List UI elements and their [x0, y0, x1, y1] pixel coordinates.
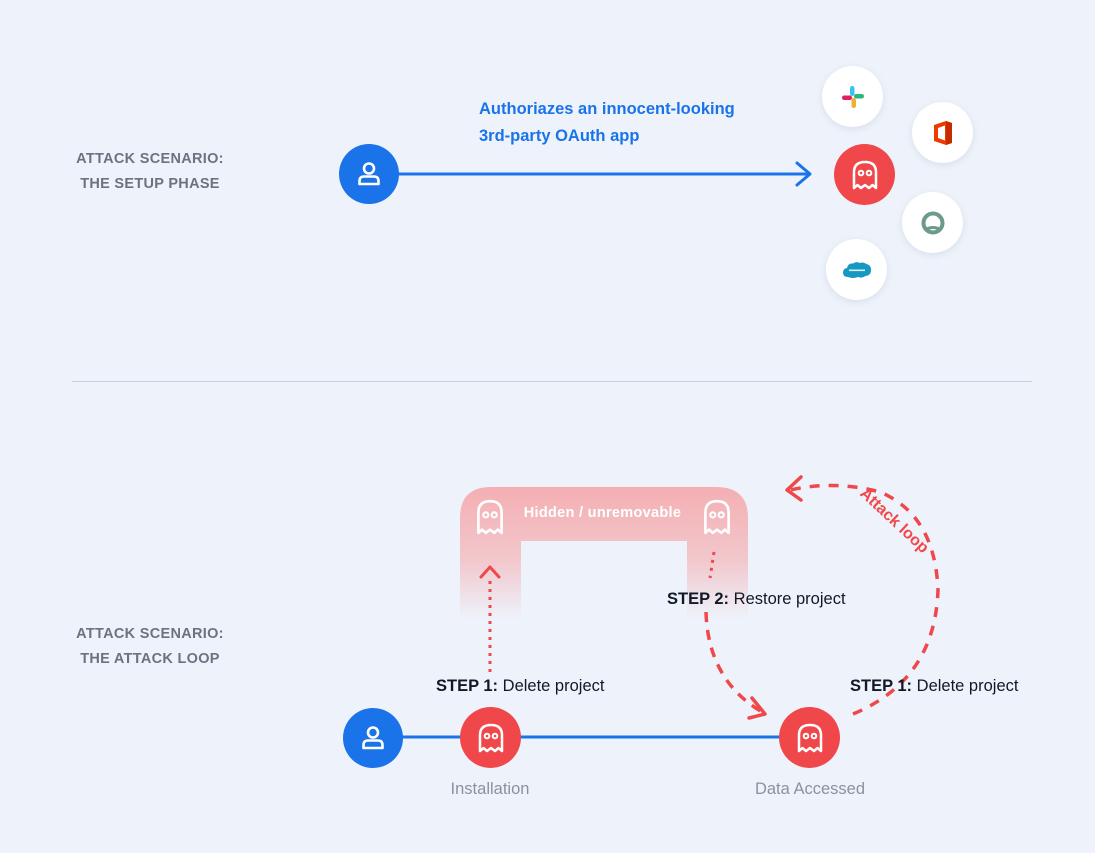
hidden-ghost-left [474, 498, 506, 536]
step2-dashed-curve [704, 611, 763, 714]
generic-app [902, 192, 963, 253]
setup-scenario-line2: THE SETUP PHASE [80, 176, 220, 192]
loop-scenario-line2: THE ATTACK LOOP [80, 651, 220, 667]
attack-loop-arrow-head [785, 475, 803, 502]
ghost-icon [852, 160, 877, 189]
section-divider [72, 381, 1032, 382]
oauth-text-line1: Authoriazes an innocent-looking [479, 100, 735, 118]
step1-dotted-head [479, 565, 501, 579]
setup-arrow-head [795, 161, 812, 187]
hidden-ghost-right [701, 498, 733, 536]
salesforce-logo-icon [842, 261, 871, 278]
installation-ghost-node [460, 707, 521, 768]
setup-phase-label: ATTACK SCENARIO: THE SETUP PHASE [50, 147, 250, 197]
office-logo-icon [933, 120, 952, 145]
ring-logo-icon [921, 211, 944, 234]
loop-scenario-line1: ATTACK SCENARIO: [76, 626, 224, 642]
slack-logo-icon [841, 85, 864, 108]
step2-label: STEP 2: Restore project [667, 590, 846, 609]
installation-caption: Installation [450, 780, 530, 798]
step1-left-bold: STEP 1: [436, 677, 499, 695]
ghost-icon [478, 723, 503, 752]
attack-loop-label: ATTACK SCENARIO: THE ATTACK LOOP [50, 622, 250, 672]
salesforce-app [826, 239, 887, 300]
oauth-arrow-text: Authoriazes an innocent-looking 3rd-part… [479, 96, 735, 150]
step1-left-text: Delete project [498, 677, 605, 695]
malicious-app-node [834, 144, 895, 205]
step2-arrow-head [747, 696, 767, 720]
user-icon [362, 726, 384, 750]
hidden-unremovable-label: Hidden / unremovable [523, 505, 682, 521]
step1-right-bold: STEP 1: [850, 677, 913, 695]
data-accessed-caption: Data Accessed [754, 780, 866, 798]
slack-app [822, 66, 883, 127]
ghost-icon [704, 499, 730, 535]
loop-user-node [343, 708, 403, 768]
user-icon [358, 162, 380, 186]
oauth-text-line2: 3rd-party OAuth app [479, 127, 640, 145]
setup-user-node [339, 144, 399, 204]
step2-text: Restore project [729, 590, 846, 608]
ghost-icon [797, 723, 822, 752]
step1-right-text: Delete project [912, 677, 1019, 695]
step2-bold: STEP 2: [667, 590, 730, 608]
step1-left-label: STEP 1: Delete project [436, 677, 604, 696]
data-accessed-ghost-node [779, 707, 840, 768]
office-app [912, 102, 973, 163]
hidden-band [460, 487, 748, 620]
setup-scenario-line1: ATTACK SCENARIO: [76, 151, 224, 167]
ghost-icon [477, 499, 503, 535]
step1-right-label: STEP 1: Delete project [850, 677, 1018, 696]
